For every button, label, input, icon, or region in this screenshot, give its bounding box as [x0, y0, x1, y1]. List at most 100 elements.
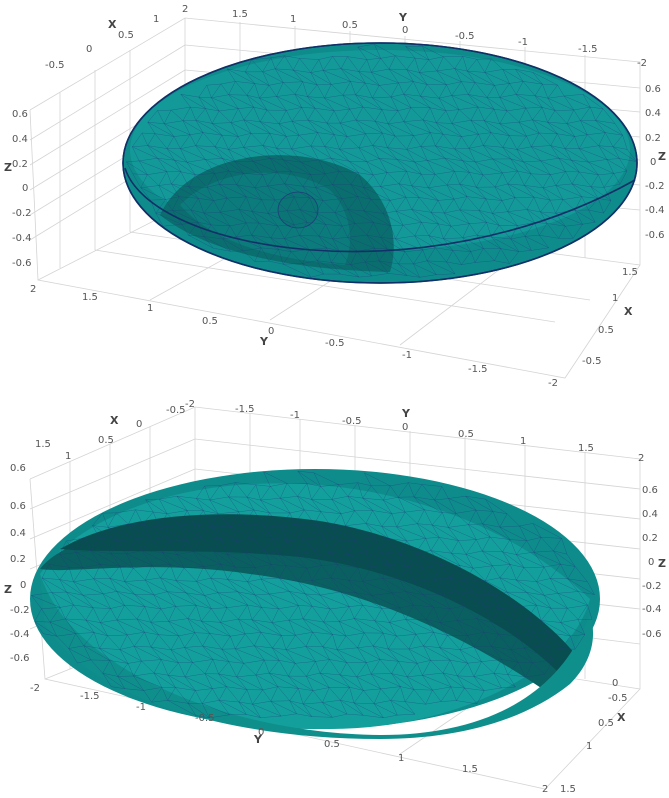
tick-label: 0.5	[598, 718, 614, 729]
tick-label: 1	[65, 451, 71, 462]
tick-label: -0.5	[342, 416, 362, 427]
tick-label: 1	[398, 753, 404, 764]
tick-label: 1.5	[82, 292, 98, 303]
tick-label: 1	[612, 293, 618, 304]
tick-label: 0.2	[645, 133, 661, 144]
tick-label: -1	[518, 37, 528, 48]
tick-label: 0.6	[10, 463, 26, 474]
tick-label: 0	[268, 326, 274, 337]
y-axis-bottom-ticks-b: -2 -1.5 -1 -0.5 0 0.5 1 1.5 2 Y	[30, 683, 548, 795]
tick-label: 0.2	[12, 159, 28, 170]
tick-label: 1	[153, 14, 159, 25]
tick-label: -1.5	[468, 364, 488, 375]
tick-label: 2	[30, 284, 36, 295]
tick-label: 1	[290, 14, 296, 25]
tick-label: -1	[290, 410, 300, 421]
tick-label: 0	[20, 580, 26, 591]
axes-3d-bottom: 1.5 1 0.5 0 -0.5 X -2 -1.5 -1 -0.5 0 0.5…	[4, 399, 666, 795]
tick-label: 0.5	[202, 316, 218, 327]
tick-label: -2	[548, 378, 558, 389]
tick-label: -1	[402, 350, 412, 361]
tick-label: -0.5	[455, 31, 475, 42]
tick-label: 0	[258, 727, 264, 738]
tick-label: -0.4	[645, 205, 665, 216]
y-axis-title: Y	[259, 335, 269, 348]
z-axis-right-title: Z	[658, 150, 666, 163]
mesh-surface-top	[122, 42, 638, 284]
tick-label: 0.5	[98, 435, 114, 446]
tick-label: -0.5	[608, 693, 628, 704]
tick-label: -2	[185, 399, 195, 410]
tick-label: 2	[638, 453, 644, 464]
tick-label: 1	[147, 303, 153, 314]
tick-label: 0.5	[118, 30, 134, 41]
mesh-edges	[31, 471, 595, 718]
y-axis-back-title: Y	[398, 11, 408, 24]
tick-label: -0.6	[642, 629, 662, 640]
tick-label: -1	[136, 702, 146, 713]
tick-label: 0.2	[10, 554, 26, 565]
y-axis-back-title: Y	[401, 407, 411, 420]
z-axis-right-title: Z	[658, 557, 666, 570]
x-axis-right-title: X	[624, 305, 633, 318]
tick-label: 0.6	[642, 485, 658, 496]
y-axis-title: Y	[253, 733, 263, 746]
x-axis-right-title: X	[617, 711, 626, 724]
tick-label: 0.4	[645, 108, 661, 119]
y-axis-bottom-ticks: 2 1.5 1 0.5 0 -0.5 -1 -1.5 -2 Y	[30, 284, 558, 389]
tick-label: 1.5	[578, 443, 594, 454]
tick-label: -0.5	[325, 338, 345, 349]
tick-label: 1.5	[35, 439, 51, 450]
tick-label: 1	[520, 436, 526, 447]
tick-label: 0	[648, 557, 654, 568]
tick-label: -0.2	[642, 581, 662, 592]
x-axis-right-ticks: 1.5 1 0.5 -0.5 0 X	[582, 267, 638, 367]
tick-label: 2	[542, 784, 548, 795]
tick-label: 0	[86, 44, 92, 55]
plot-panel-bottom: 1.5 1 0.5 0 -0.5 X -2 -1.5 -1 -0.5 0 0.5…	[0, 399, 669, 798]
tick-label: -0.5	[582, 356, 602, 367]
x-axis-right-ticks-b: -0.5 0.5 1 1.5 0 X	[560, 678, 628, 795]
tick-label: 0	[650, 157, 656, 168]
tick-label: 1	[586, 741, 592, 752]
tick-label: -2	[637, 58, 647, 69]
tick-label: 0.4	[10, 528, 26, 539]
z-axis-right-ticks-b: 0.6 0.4 0.2 0 -0.2 -0.4 -0.6 Z	[642, 485, 666, 640]
tick-label: -0.5	[166, 405, 186, 416]
tick-label: 0	[612, 678, 618, 689]
tick-label: 0	[402, 25, 408, 36]
tick-label: 2	[182, 4, 188, 15]
tick-label: -1.5	[235, 404, 255, 415]
tick-label: 1.5	[622, 267, 638, 278]
tick-label: 0	[136, 419, 142, 430]
tick-label: 0	[22, 183, 28, 194]
tick-label: 1.5	[560, 784, 576, 795]
tick-label: -2	[30, 683, 40, 694]
tick-label: -1.5	[80, 691, 100, 702]
tick-label: 0.5	[324, 739, 340, 750]
tick-label: -0.6	[645, 230, 665, 241]
tick-label: 0.4	[642, 509, 658, 520]
tick-label: 1.5	[232, 9, 248, 20]
tick-label: 0.6	[645, 84, 661, 95]
z-axis-left-ticks-b: 0.6 0.6 0.4 0.2 0 -0.2 -0.4 -0.6 Z	[4, 463, 30, 664]
mesh-edges	[126, 44, 637, 278]
z-axis-left-title: Z	[4, 583, 12, 596]
tick-label: 0.5	[458, 429, 474, 440]
tick-label: 0.6	[10, 501, 26, 512]
x-axis-top-ticks-b: 1.5 1 0.5 0 -0.5 X	[35, 405, 186, 462]
x-axis-title: X	[110, 414, 119, 427]
tick-label: -0.2	[645, 181, 665, 192]
tick-label: -0.2	[12, 208, 32, 219]
tick-label: 0.2	[642, 533, 658, 544]
x-axis-top-ticks: -0.5 0 0.5 1 X	[45, 14, 159, 71]
y-axis-back-ticks: 2 1.5 1 0.5 0 -0.5 -1 -1.5 -2 Y	[182, 4, 647, 69]
tick-label: -0.4	[12, 233, 32, 244]
tick-label: -0.4	[10, 629, 30, 640]
tick-label: -0.5	[45, 60, 65, 71]
axes-3d-top: -0.5 0 0.5 1 X 2 1.5 1 0.5 0 -0.5 -1 -1.…	[4, 4, 666, 389]
y-axis-back-ticks-b: -2 -1.5 -1 -0.5 0 0.5 1 1.5 2 Y	[185, 399, 644, 464]
plot-panel-top: -0.5 0 0.5 1 X 2 1.5 1 0.5 0 -0.5 -1 -1.…	[4, 4, 666, 389]
tick-label: -0.6	[10, 653, 30, 664]
tick-label: -0.4	[642, 604, 662, 615]
